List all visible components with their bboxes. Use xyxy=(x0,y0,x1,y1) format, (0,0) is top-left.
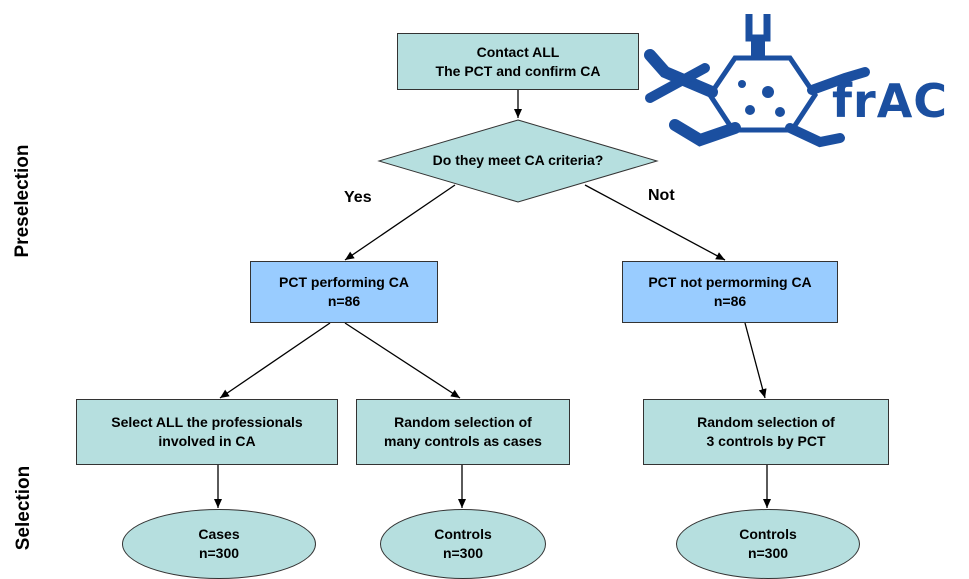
yes-label: Yes xyxy=(344,189,372,206)
select-all-line-1: Select ALL the professionals xyxy=(111,414,303,430)
pct-not-performing-line-1: PCT not permorming CA xyxy=(648,274,812,290)
phase-label-preselection: Preselection xyxy=(12,144,33,258)
select-all-line-2: involved in CA xyxy=(158,433,256,449)
arrow-not-performing-to-random-three xyxy=(744,322,767,399)
random-three-line-1: Random selection of xyxy=(697,414,835,430)
decision-diamond xyxy=(377,119,659,203)
pct-performing-line-1: PCT performing CA xyxy=(279,274,409,290)
contact-line-2: The PCT and confirm CA xyxy=(435,62,601,79)
arrow-decision-to-performing xyxy=(344,184,456,261)
controls-left-line-2: n=300 xyxy=(442,545,484,561)
random-selection-many-box: Random selection of many controls as cas… xyxy=(356,399,570,465)
pct-not-performing-box: PCT not permorming CA n=86 xyxy=(622,261,838,323)
decision-label: Do they meet CA criteria? xyxy=(432,152,604,168)
cases-oval: Cases n=300 xyxy=(122,509,316,579)
arrow-performing-to-random-many xyxy=(344,322,461,399)
controls-oval-left: Controls n=300 xyxy=(380,509,546,579)
arrow-decision-to-not-performing xyxy=(584,184,726,261)
contact-line-1: Contact ALL xyxy=(476,43,560,60)
controls-oval-right: Controls n=300 xyxy=(676,509,860,579)
random-many-line-1: Random selection of xyxy=(394,414,532,430)
pct-performing-box: PCT performing CA n=86 xyxy=(250,261,438,323)
frac-logo-graphic xyxy=(644,14,870,148)
pct-not-performing-line-2: n=86 xyxy=(713,293,747,309)
not-label: Not xyxy=(648,187,675,204)
pct-performing-line-2: n=86 xyxy=(327,293,361,309)
controls-right-line-2: n=300 xyxy=(747,545,789,561)
phase-label-selection: Selection xyxy=(13,465,34,551)
select-all-professionals-box: Select ALL the professionals involved in… xyxy=(76,399,338,465)
random-selection-three-box: Random selection of 3 controls by PCT xyxy=(643,399,889,465)
random-many-line-2: many controls as cases xyxy=(384,433,542,449)
controls-left-line-1: Controls xyxy=(434,526,492,542)
contact-pct-box: Contact ALL The PCT and confirm CA xyxy=(397,33,639,90)
arrow-performing-to-select-all xyxy=(219,322,331,399)
frac-logo-text: frAC xyxy=(832,74,949,128)
cases-line-2: n=300 xyxy=(198,545,240,561)
controls-right-line-1: Controls xyxy=(739,526,797,542)
random-three-line-2: 3 controls by PCT xyxy=(706,433,826,449)
cases-line-1: Cases xyxy=(198,526,240,542)
